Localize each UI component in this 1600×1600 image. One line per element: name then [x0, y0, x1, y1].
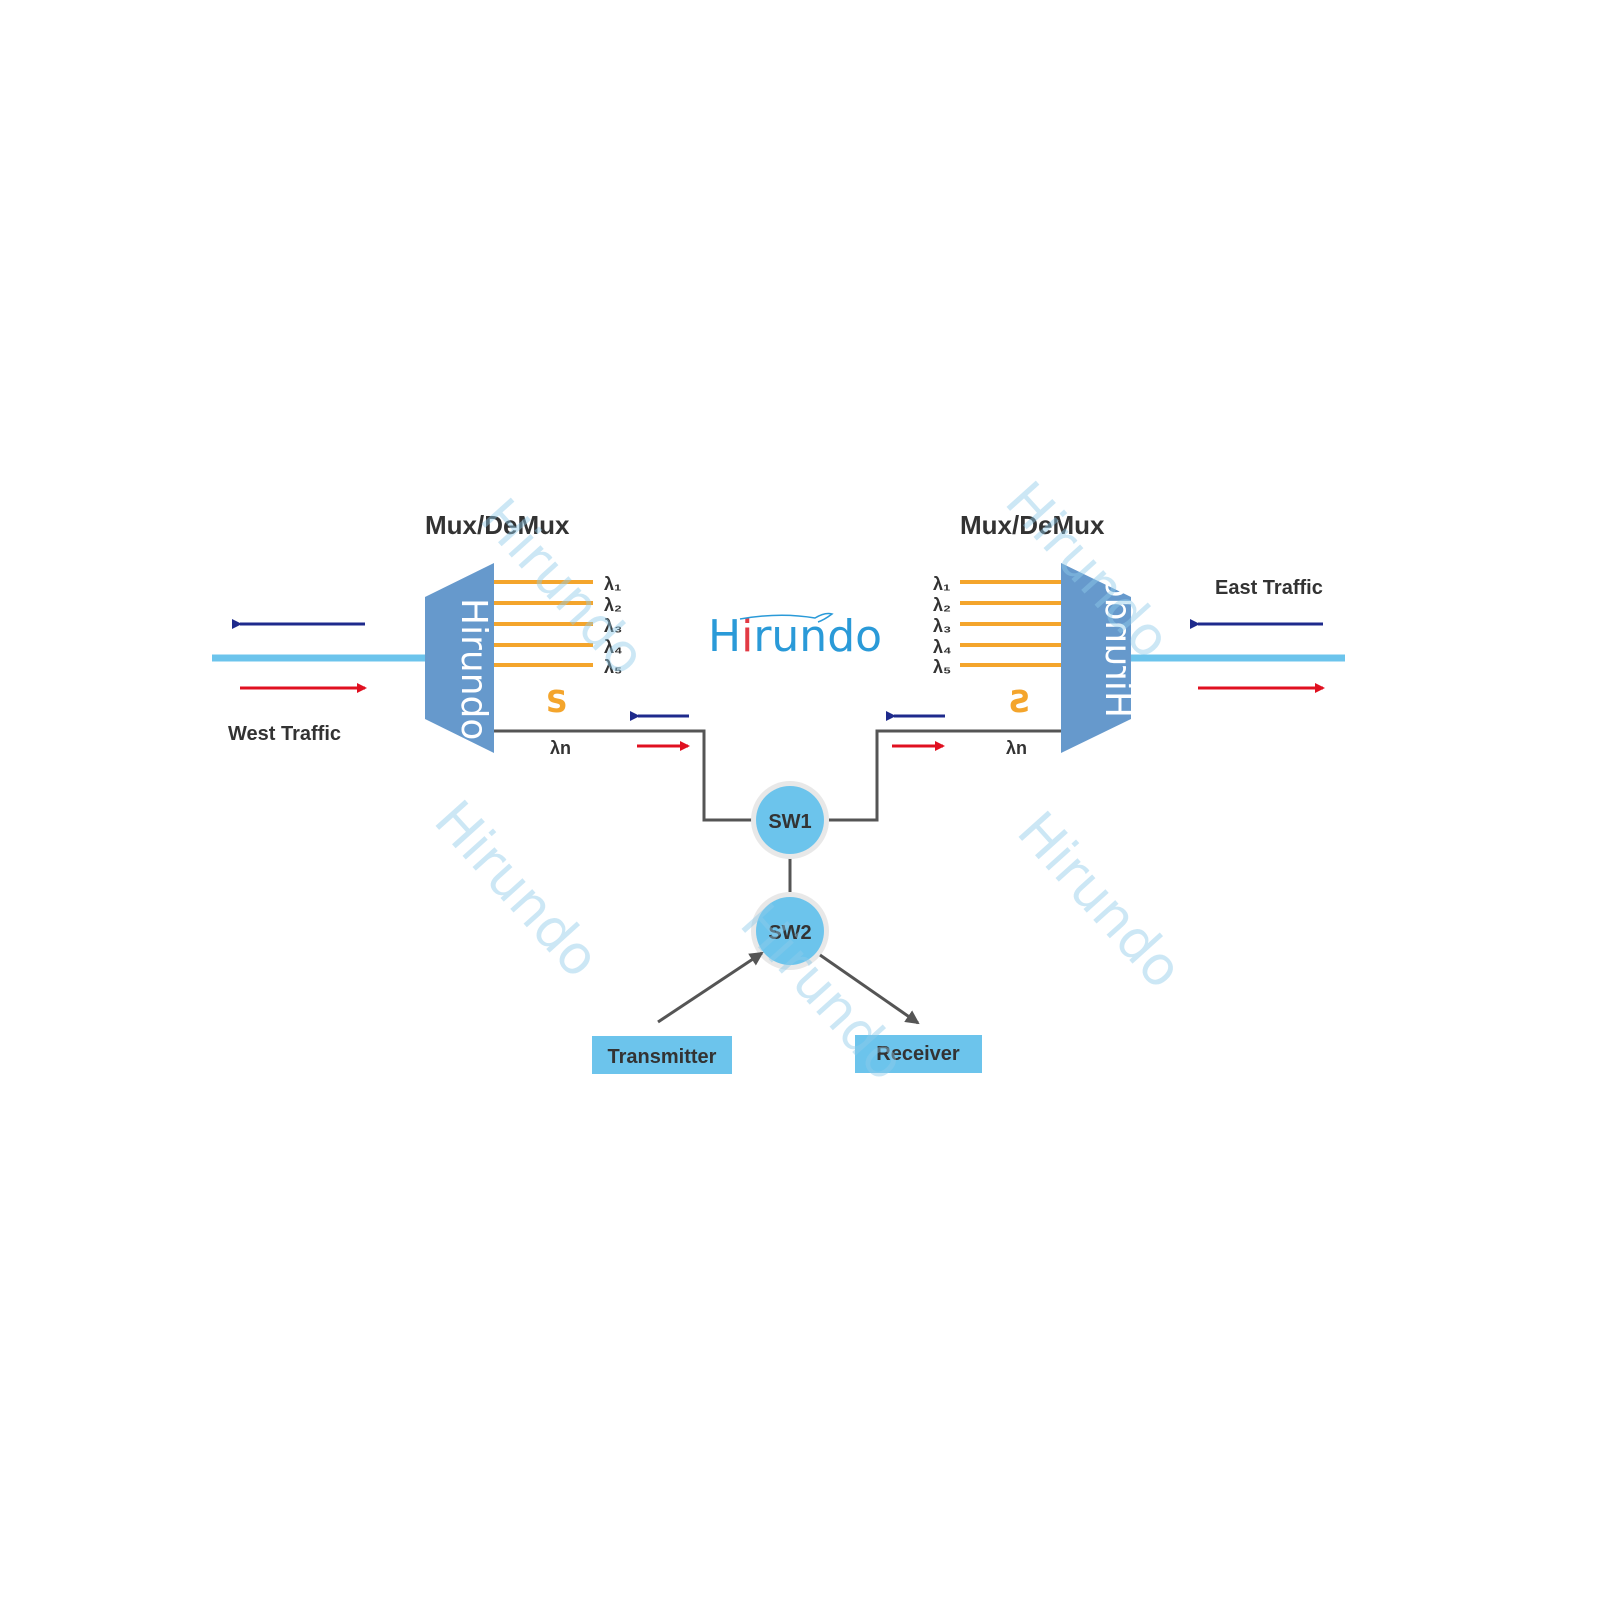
transmitter-box: Transmitter: [592, 1036, 732, 1074]
west-mux-title: Mux/DeMux: [425, 510, 570, 540]
sw2-label: SW2: [768, 922, 811, 944]
west-lambda-label: λ₄: [604, 637, 623, 657]
watermark: Hirundo: [1005, 800, 1195, 1001]
east-lambda-label: λ₅: [933, 657, 951, 677]
brand-logo-part: rundo: [753, 611, 882, 662]
transmitter-arrow: [657, 951, 764, 1024]
switch-sw1: SW1: [751, 781, 829, 859]
sw1-body: [756, 786, 824, 854]
watermark: Hirundo: [422, 789, 612, 990]
west-drop-line: [494, 729, 752, 822]
east-mux-body: [1061, 563, 1131, 753]
east-lambda-label: λ₄: [933, 637, 952, 657]
east-wavelength-lines: [960, 580, 1061, 667]
west-wavelength-lines: [494, 580, 593, 667]
west-lambda-label: λ₁: [604, 574, 621, 594]
switch-sw2: SW2: [751, 892, 829, 970]
watermarks: Hirundo Hirundo Hirundo Hirundo Hirundo: [422, 470, 1195, 1093]
east-mux-title: Mux/DeMux: [960, 510, 1105, 540]
receiver-rect: [855, 1035, 982, 1073]
transmitter-rect: [592, 1036, 732, 1074]
east-drop-label: λn: [1006, 738, 1027, 758]
west-lambda-label: λ₃: [604, 616, 622, 636]
receiver-box: Receiver: [855, 1035, 982, 1073]
east-traffic-label: East Traffic: [1215, 577, 1323, 599]
sw1-label: SW1: [768, 811, 811, 833]
east-ellipsis-squiggle: S: [1008, 685, 1030, 720]
sw2-body: [756, 897, 824, 965]
west-lambda-label: λ₅: [604, 657, 622, 677]
west-mux-brand: Hirundo: [453, 598, 494, 740]
transmitter-label: Transmitter: [608, 1046, 717, 1068]
east-drop-line: [829, 729, 1061, 822]
east-lambda-label: λ₃: [933, 616, 951, 636]
brand-logo-part-accent: i: [741, 611, 753, 662]
west-lambda-label: λ₂: [604, 595, 622, 615]
west-wavelength-labels: λ₁ λ₂ λ₃ λ₄ λ₅: [604, 574, 623, 677]
west-drop-label: λn: [550, 738, 571, 758]
east-lambda-label: λ₂: [933, 595, 951, 615]
brand-logo-part: H: [708, 611, 741, 662]
west-traffic-label: West Traffic: [228, 723, 341, 745]
west-ellipsis-squiggle: S: [546, 685, 568, 720]
brand-swallow-icon: [739, 612, 834, 623]
receiver-label: Receiver: [876, 1043, 960, 1065]
brand-logo: Hirundo: [708, 611, 882, 662]
east-lambda-label: λ₁: [933, 574, 950, 594]
east-mux-brand: Hirundo: [1097, 576, 1138, 718]
east-wavelength-labels: λ₁ λ₂ λ₃ λ₄ λ₅: [933, 574, 952, 677]
west-mux-body: [425, 563, 494, 753]
receiver-arrow: [819, 953, 920, 1025]
